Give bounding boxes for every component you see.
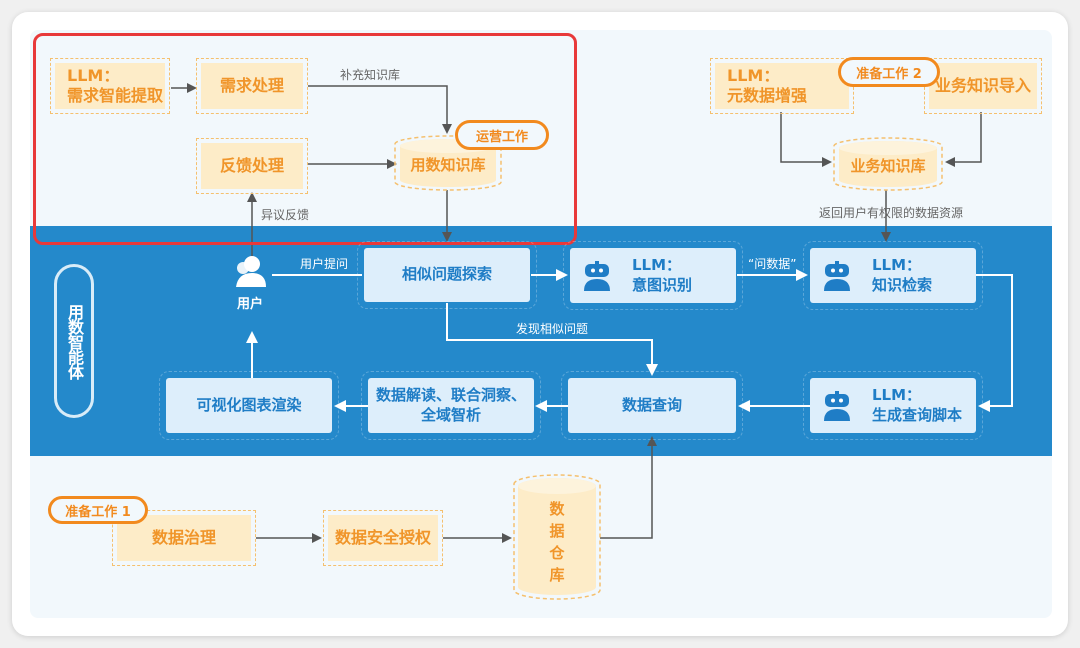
ops-work-tag: 运营工作 — [455, 120, 549, 150]
label-return-resources: 返回用户有权限的数据资源 — [819, 206, 964, 220]
data-warehouse-cylinder[interactable] — [511, 472, 603, 602]
robot-icon — [824, 391, 850, 421]
biz-kb-cylinder[interactable] — [831, 136, 945, 192]
biz-kb-label: 业务知识库 — [850, 157, 926, 175]
llm-intent-box[interactable]: LLM： 意图识别 — [563, 241, 743, 310]
arrow-meta-to-bizkb — [780, 112, 832, 167]
data-warehouse-label: 数 据 仓 库 — [511, 498, 603, 586]
feedback-processing-box[interactable]: 反馈处理 — [196, 138, 308, 194]
prep-work-2-tag: 准备工作 2 — [838, 57, 940, 87]
box-label: 元数据增强 — [727, 86, 808, 105]
warehouse-char: 数 — [549, 500, 565, 518]
biz-knowledge-import-box[interactable]: 业务知识导入 — [924, 58, 1042, 114]
label-user-ask: 用户提问 — [300, 257, 349, 271]
box-label: 生成查询脚本 — [872, 405, 963, 424]
prep-work-1-tag: 准备工作 1 — [48, 496, 148, 524]
label-ask-data: “问数据” — [748, 257, 797, 271]
data-security-auth-box[interactable]: 数据安全授权 — [323, 510, 443, 566]
box-label: LLM： — [872, 386, 922, 404]
ops-highlight-frame — [33, 33, 577, 245]
usage-kb-label: 用数知识库 — [410, 156, 486, 174]
box-label: 全域智析 — [420, 405, 481, 424]
data-query-box[interactable]: 数据查询 — [561, 371, 743, 440]
box-label: 知识检索 — [872, 275, 933, 294]
box-label: 数据安全授权 — [328, 515, 438, 561]
box-label: 相似问题探索 — [401, 265, 492, 284]
label-found-similar: 发现相似问题 — [516, 322, 589, 336]
label-supplement-kb: 补充知识库 — [340, 68, 401, 82]
robot-icon — [824, 261, 850, 291]
box-label: 需求智能提取 — [67, 86, 164, 105]
box-label: 反馈处理 — [201, 143, 303, 189]
arrow-retrieval-to-script — [976, 274, 1013, 412]
box-label: 意图识别 — [632, 275, 693, 294]
arrow-import-to-bizkb — [945, 112, 982, 167]
warehouse-char: 据 — [549, 522, 565, 540]
similar-question-search-box[interactable]: 相似问题探索 — [357, 241, 537, 309]
box-label: 业务知识导入 — [929, 63, 1037, 109]
warehouse-char: 库 — [549, 566, 565, 584]
box-label: 数据查询 — [621, 395, 682, 414]
arrow-wh-to-query — [600, 436, 657, 539]
user-label: 用户 — [236, 297, 263, 312]
warehouse-char: 仓 — [549, 544, 565, 562]
robot-icon — [584, 261, 610, 291]
user-icon — [236, 256, 266, 287]
box-label: 可视化图表渲染 — [196, 395, 302, 414]
agent-title-pill: 用数智能体 — [54, 264, 94, 418]
user-node[interactable]: 用户 — [230, 255, 270, 312]
label-objection-feedback: 异议反馈 — [261, 208, 310, 222]
box-label: LLM： — [872, 256, 922, 274]
llm-retrieval-box[interactable]: LLM： 知识检索 — [803, 241, 983, 310]
visualization-box[interactable]: 可视化图表渲染 — [159, 371, 339, 440]
llm-gen-script-box[interactable]: LLM： 生成查询脚本 — [803, 371, 983, 440]
arrow-search-to-query — [446, 303, 658, 376]
llm-demand-extract-box[interactable]: LLM： 需求智能提取 — [50, 58, 170, 114]
arrow-demand-to-kb — [308, 85, 452, 134]
data-interpret-box[interactable]: 数据解读、联合洞察、 全域智析 — [361, 371, 541, 440]
demand-processing-box[interactable]: 需求处理 — [196, 58, 308, 114]
llm-metadata-box[interactable]: LLM： 元数据增强 — [710, 58, 854, 114]
agent-title: 用数智能体 — [65, 303, 84, 379]
box-label: 需求处理 — [201, 63, 303, 109]
box-label: 数据解读、联合洞察、 — [375, 386, 526, 404]
box-label: LLM： — [632, 256, 682, 274]
box-label: LLM： — [727, 66, 780, 85]
box-label: LLM： — [67, 66, 120, 85]
